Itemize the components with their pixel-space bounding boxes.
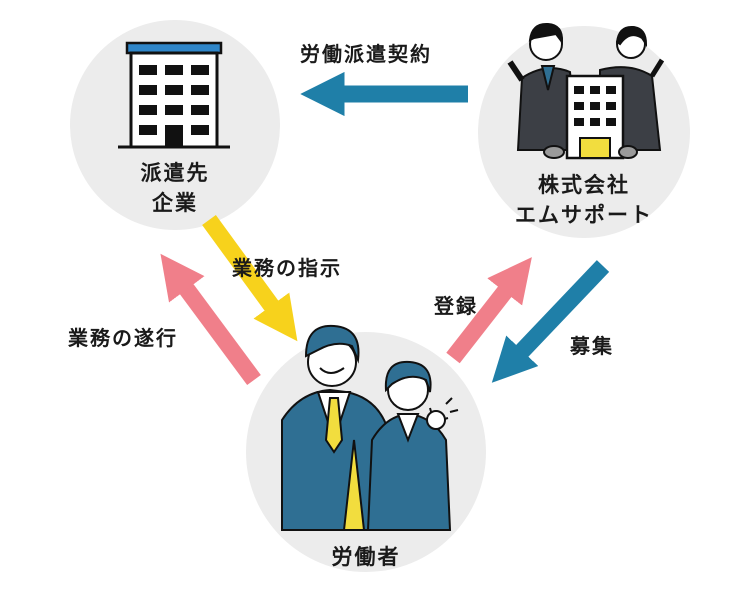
office-building-icon — [118, 41, 230, 149]
label-work-instruction: 業務の指示 — [232, 256, 342, 280]
businessmen-with-building-icon — [507, 22, 665, 160]
label-work-execution: 業務の遂行 — [68, 326, 178, 350]
agency-node-label: 株式会社 エムサポート — [494, 170, 674, 230]
label-registration: 登録 — [434, 294, 478, 318]
arrow-work-instruction — [202, 214, 298, 342]
client-node-label: 派遣先 企業 — [116, 158, 234, 218]
workers-in-suits-icon — [281, 324, 459, 531]
client-label-line2: 企業 — [152, 191, 198, 215]
arrow-registration — [446, 257, 532, 364]
arrow-work-execution — [160, 253, 261, 386]
agency-label-line1: 株式会社 — [538, 173, 630, 197]
client-label-line1: 派遣先 — [140, 161, 210, 185]
agency-label-line2: エムサポート — [515, 203, 653, 227]
worker-node-label: 労働者 — [331, 545, 401, 569]
label-recruitment: 募集 — [570, 334, 614, 358]
arrow-recruitment — [491, 260, 610, 383]
label-dispatch-contract: 労働派遣契約 — [300, 42, 432, 66]
